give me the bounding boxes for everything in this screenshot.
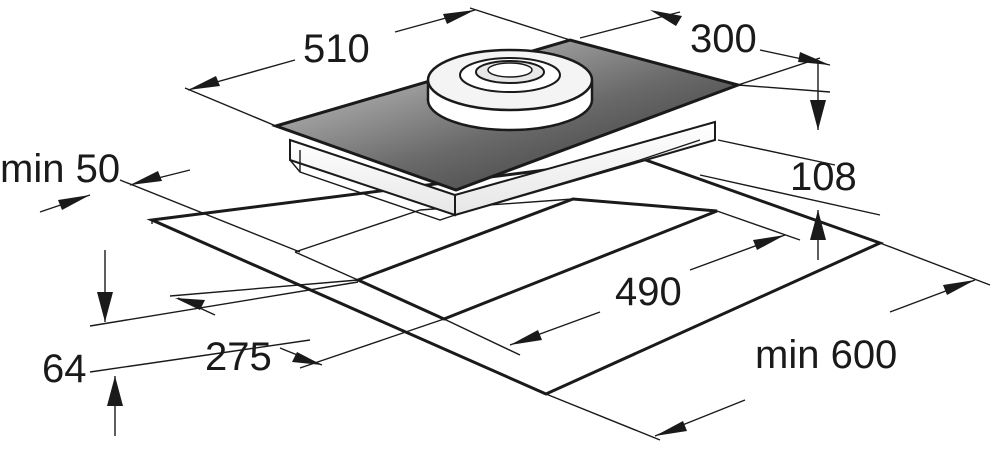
- label-300: 300: [690, 17, 757, 61]
- hob-body: [289, 120, 716, 221]
- dimension-108: [699, 60, 881, 260]
- gas-burner: [426, 48, 594, 132]
- label-490: 490: [615, 270, 682, 314]
- dimension-min-600: [545, 242, 991, 441]
- dimension-64: [89, 250, 359, 436]
- dimension-275: [169, 279, 445, 369]
- label-min-50: min 50: [0, 147, 120, 191]
- label-275: 275: [205, 335, 272, 379]
- label-min-600: min 600: [755, 333, 897, 377]
- label-108: 108: [790, 155, 857, 199]
- dimension-510: [184, 7, 571, 127]
- label-64: 64: [42, 347, 87, 391]
- dimension-490: [443, 210, 801, 356]
- label-510: 510: [303, 27, 370, 71]
- dimension-300: [579, 10, 831, 86]
- dimension-min-50: [39, 169, 301, 253]
